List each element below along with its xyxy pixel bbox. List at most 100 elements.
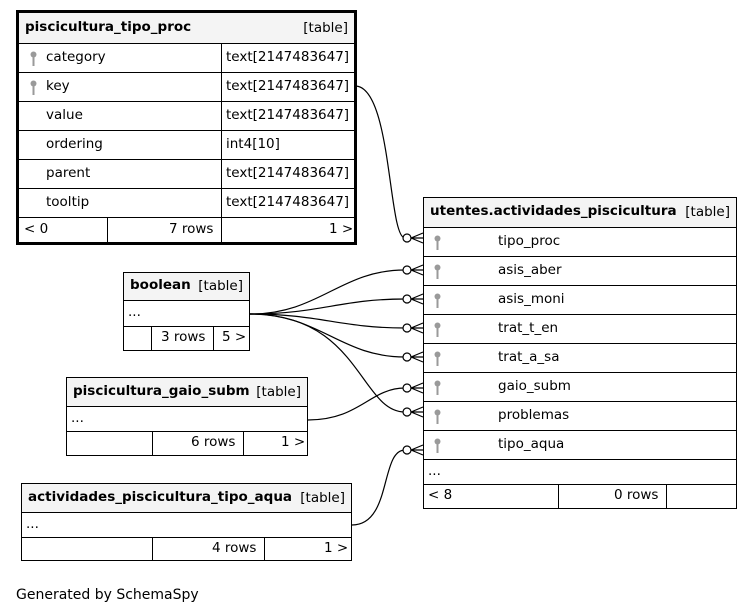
connector-boolean-problemas: [249, 313, 406, 413]
children-count[interactable]: 5 >: [222, 329, 247, 345]
column-row-gaio-subm[interactable]: gaio_subm: [424, 372, 736, 402]
table-kind: [table]: [256, 384, 301, 400]
column-name: category: [46, 49, 106, 65]
key-icon: [434, 409, 441, 424]
parents-count[interactable]: < 0: [24, 221, 49, 237]
row-count: 3 rows: [161, 329, 206, 345]
column-row-tipo-aqua[interactable]: tipo_aqua: [424, 430, 736, 460]
crowfoot-tipo-aqua: [402, 444, 424, 456]
generated-by-label: Generated by SchemaSpy: [16, 587, 199, 603]
column-row-tipo-proc[interactable]: tipo_proc: [424, 227, 736, 257]
table-kind: [table]: [685, 204, 730, 220]
row-count: 6 rows: [191, 434, 236, 450]
row-count: 7 rows: [169, 221, 214, 237]
table-footer: 3 rows 5 >: [124, 326, 249, 350]
connector-tipo-proc: [354, 85, 406, 239]
column-row-trat-a-sa[interactable]: trat_a_sa: [424, 343, 736, 373]
table-header: boolean [table]: [124, 273, 249, 300]
connector-gaio-subm: [307, 387, 406, 421]
table-name: utentes.actividades_piscicultura: [430, 203, 677, 219]
column-row-tooltip[interactable]: tooltip text[2147483647]: [19, 188, 354, 218]
table-kind: [table]: [303, 20, 348, 36]
column-name: tipo_proc: [498, 233, 561, 249]
key-icon: [434, 351, 441, 366]
column-type: text[2147483647]: [226, 78, 350, 94]
table-boolean[interactable]: boolean [table] ... 3 rows 5 >: [123, 272, 250, 351]
connector-boolean-trat-t-en: [249, 313, 406, 329]
connector-tipo-aqua: [351, 449, 406, 526]
column-name: tooltip: [46, 194, 90, 210]
column-row-parent[interactable]: parent text[2147483647]: [19, 159, 354, 189]
column-row-key[interactable]: key text[2147483647]: [19, 72, 354, 102]
column-name: parent: [46, 165, 91, 181]
column-name: gaio_subm: [498, 378, 571, 394]
table-name: actividades_piscicultura_tipo_aqua: [28, 489, 293, 505]
table-actividades-piscicultura-tipo-aqua[interactable]: actividades_piscicultura_tipo_aqua [tabl…: [21, 483, 352, 561]
column-name: asis_aber: [498, 262, 562, 278]
connector-boolean-asis-aber: [249, 269, 406, 315]
children-count[interactable]: 1 >: [324, 540, 349, 556]
children-count[interactable]: 1 >: [329, 221, 354, 237]
column-type: text[2147483647]: [226, 49, 350, 65]
key-icon: [30, 80, 37, 95]
column-type: text[2147483647]: [226, 107, 350, 123]
crowfoot-trat-t-en: [402, 322, 424, 334]
children-count[interactable]: 1 >: [281, 434, 306, 450]
column-row-category[interactable]: category text[2147483647]: [19, 43, 354, 73]
column-type: text[2147483647]: [226, 194, 350, 210]
key-icon: [434, 235, 441, 250]
table-header: utentes.actividades_piscicultura [table]: [424, 198, 736, 227]
table-header: actividades_piscicultura_tipo_aqua [tabl…: [22, 484, 351, 512]
table-kind: [table]: [198, 278, 243, 294]
table-name: piscicultura_tipo_proc: [25, 19, 192, 35]
column-row-problemas[interactable]: problemas: [424, 401, 736, 431]
column-name: trat_t_en: [498, 320, 559, 336]
column-name: problemas: [498, 407, 570, 423]
table-name: boolean: [130, 277, 191, 293]
column-type: text[2147483647]: [226, 165, 350, 181]
column-type: int4[10]: [226, 136, 280, 152]
table-footer: < 0 7 rows 1 >: [19, 217, 354, 243]
column-row-ordering[interactable]: ordering int4[10]: [19, 130, 354, 160]
column-row-trat-t-en[interactable]: trat_t_en: [424, 314, 736, 344]
columns-ellipsis: ...: [26, 516, 39, 532]
parents-count[interactable]: < 8: [428, 487, 453, 503]
crowfoot-asis-aber: [402, 264, 424, 276]
connector-boolean-asis-moni: [249, 298, 406, 315]
columns-ellipsis-row: ...: [124, 300, 249, 327]
table-kind: [table]: [300, 490, 345, 506]
columns-ellipsis: ...: [128, 304, 141, 320]
table-header: piscicultura_gaio_subm [table]: [67, 378, 307, 406]
column-name: ordering: [46, 136, 103, 152]
column-row-asis-aber[interactable]: asis_aber: [424, 256, 736, 286]
key-icon: [434, 264, 441, 279]
columns-ellipsis: ...: [428, 463, 441, 479]
columns-ellipsis: ...: [71, 410, 84, 426]
key-icon: [434, 380, 441, 395]
table-header: piscicultura_tipo_proc [table]: [19, 13, 354, 43]
crowfoot-trat-a-sa: [402, 351, 424, 363]
crowfoot-markers: [402, 232, 424, 456]
column-row-asis-moni[interactable]: asis_moni: [424, 285, 736, 315]
column-name: trat_a_sa: [498, 349, 560, 365]
table-name: piscicultura_gaio_subm: [73, 383, 250, 399]
key-icon: [30, 51, 37, 66]
row-count: 4 rows: [212, 540, 257, 556]
crowfoot-asis-moni: [402, 293, 424, 305]
crowfoot-tipo-proc: [402, 232, 424, 244]
table-piscicultura-tipo-proc[interactable]: piscicultura_tipo_proc [table] category …: [16, 10, 357, 245]
table-footer: < 8 0 rows: [424, 484, 736, 508]
column-name: key: [46, 78, 70, 94]
crowfoot-gaio-subm: [402, 382, 424, 394]
columns-ellipsis-row: ...: [424, 459, 736, 485]
key-icon: [434, 438, 441, 453]
column-row-value[interactable]: value text[2147483647]: [19, 101, 354, 131]
table-utentes-actividades-piscicultura[interactable]: utentes.actividades_piscicultura [table]…: [423, 197, 737, 509]
table-piscicultura-gaio-subm[interactable]: piscicultura_gaio_subm [table] ... 6 row…: [66, 377, 308, 456]
columns-ellipsis-row: ...: [67, 406, 307, 432]
row-count: 0 rows: [614, 487, 659, 503]
column-name: value: [46, 107, 83, 123]
crowfoot-problemas: [402, 406, 424, 418]
key-icon: [434, 293, 441, 308]
